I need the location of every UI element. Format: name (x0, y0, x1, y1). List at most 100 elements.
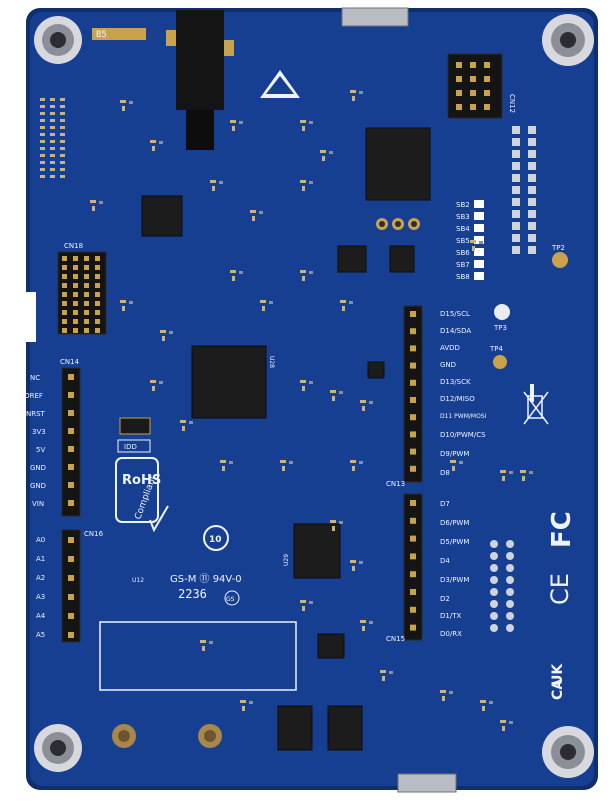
cn13-pin (410, 311, 416, 317)
smd-part (162, 336, 165, 341)
lower-pad (506, 600, 514, 608)
smd-part (479, 241, 483, 244)
resistor-array-left (40, 98, 65, 178)
sb6-label: SB6 (456, 249, 470, 257)
smd-part (330, 390, 336, 393)
mounting-hole-top-right (542, 14, 594, 66)
header-cn18 (57, 251, 107, 335)
smd-part (352, 566, 355, 571)
pin-label-d8: D8 (440, 469, 450, 477)
cn18-pin (62, 292, 67, 297)
ur-header-pin (484, 62, 490, 68)
smd-part (352, 466, 355, 471)
lower-pad (506, 576, 514, 584)
audio-jack (166, 10, 234, 150)
ur-header-pin (470, 62, 476, 68)
sb4-label: SB4 (456, 225, 470, 233)
smd-part (470, 240, 476, 243)
weee-bin-icon (523, 391, 549, 425)
smd-part (459, 461, 463, 464)
smd-part (230, 120, 236, 123)
ur-header-pin (484, 90, 490, 96)
smd-part (482, 706, 485, 711)
cn15-labels: D7 D6/PWM D5/PWM D4 D3/PWM D2 D1/TX D0/R… (440, 500, 469, 638)
right-pad (512, 174, 520, 182)
cn18-pin (95, 292, 100, 297)
cn18-pin (84, 283, 89, 288)
smd-part (260, 300, 266, 303)
smd-part (360, 400, 366, 403)
cn18-pin (73, 256, 78, 261)
cn13-labels: D15/SCL D14/SDA AVDD GND D13/SCK D12/MIS… (440, 310, 487, 477)
pin-label-d5: D5/PWM (440, 538, 469, 546)
cn14-labels: NC IOREF NRST 3V3 5V GND GND VIN (22, 374, 46, 508)
lower-pad (506, 588, 514, 596)
lower-pad (490, 612, 498, 620)
cn13-pin (410, 448, 416, 455)
right-pad (512, 198, 520, 206)
cn13-pin (410, 397, 416, 403)
lower-pad (490, 540, 498, 548)
resistor-pad (60, 112, 65, 115)
cn13-pin (410, 362, 416, 369)
cn18-pin (95, 319, 100, 324)
smd-part (369, 401, 373, 404)
cn18-pin (73, 274, 78, 279)
smd-part (452, 466, 455, 471)
ur-header-pin (456, 90, 462, 96)
resistor-pad (50, 175, 55, 178)
ukca-mark-line2: CA (550, 679, 566, 700)
right-pad (528, 198, 536, 206)
resistor-pad (40, 168, 45, 171)
smd-part (329, 151, 333, 154)
smd-part (309, 121, 313, 124)
smd-part (249, 701, 253, 704)
pin-label-gnd-2: GND (30, 482, 46, 490)
pin-label-d11: D11 PWM/MOSI (440, 413, 487, 420)
smd-part (302, 606, 305, 611)
ul-mark: GS-M ⑪ 94V-0 (170, 573, 242, 585)
cn18-pin (62, 256, 67, 261)
smd-part (230, 270, 236, 273)
pin-label-a4: A4 (36, 612, 46, 620)
resistor-pad (50, 147, 55, 150)
resistor-pad (40, 147, 45, 150)
cn18-pin (84, 328, 89, 333)
blank-label-area (99, 621, 297, 691)
smd-part (182, 426, 185, 431)
smd-part (90, 200, 96, 203)
smd-part (449, 691, 453, 694)
sb-pad (474, 224, 484, 232)
right-pad (528, 126, 536, 134)
smd-part (210, 180, 216, 183)
smd-part (480, 700, 486, 703)
smd-part (229, 461, 233, 464)
smd-part (169, 331, 173, 334)
smd-part (309, 271, 313, 274)
cn18-pin (73, 292, 78, 297)
smd-part (302, 386, 305, 391)
ur-header-pin (456, 62, 462, 68)
test-point-tp2 (552, 252, 568, 268)
right-pad-field (512, 126, 536, 254)
u28-label: U28 (268, 356, 275, 368)
smd-part (339, 521, 343, 524)
smd-part (350, 460, 356, 463)
right-pad (528, 222, 536, 230)
smd-part (332, 526, 335, 531)
cn14-pin (68, 374, 74, 380)
cn18-pin (62, 301, 67, 306)
sb-pad (474, 200, 484, 208)
smd-part (239, 271, 243, 274)
gs-logo (224, 590, 240, 606)
pin-label-a5: A5 (36, 631, 45, 639)
cn18-pin (73, 319, 78, 324)
smd-part (342, 306, 345, 311)
smd-part (282, 466, 285, 471)
cn18-pin (73, 265, 78, 270)
smd-part (122, 106, 125, 111)
jumper-jp (119, 417, 151, 435)
smd-part (239, 121, 243, 124)
smd-part (300, 270, 306, 273)
